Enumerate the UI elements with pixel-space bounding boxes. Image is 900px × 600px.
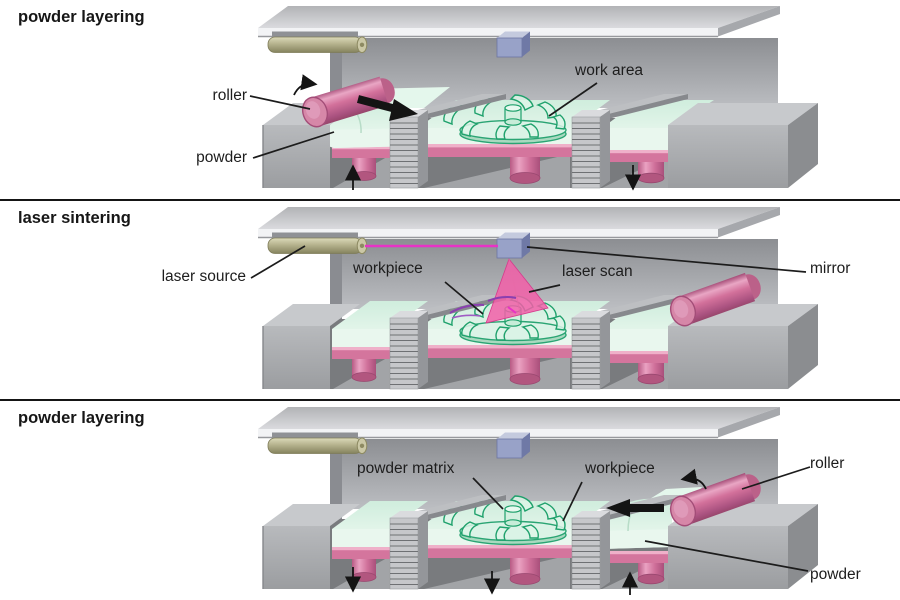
label-work-area: work area bbox=[575, 62, 644, 79]
panel-powder-layering-1: powder layering roller powder work area bbox=[0, 0, 900, 200]
label-powder-matrix: powder matrix bbox=[357, 460, 455, 477]
roller-rotation-arrow bbox=[680, 468, 707, 490]
sintered-layer bbox=[449, 296, 517, 319]
leader-line-work-area bbox=[548, 82, 598, 117]
panel-title: laser sintering bbox=[18, 209, 131, 227]
panel-divider-2 bbox=[0, 399, 900, 402]
roller-rotation-arrow bbox=[293, 74, 318, 96]
leader-line-powder bbox=[252, 131, 335, 159]
roller bbox=[669, 272, 761, 327]
machine-diagram-1 bbox=[249, 5, 819, 191]
panel-powder-layering-2: powder layering powder matrix workpiece … bbox=[0, 401, 900, 600]
roller bbox=[301, 76, 395, 128]
label-roller: roller bbox=[212, 87, 247, 104]
panel-title: powder layering bbox=[18, 409, 145, 427]
label-laser-scan: laser scan bbox=[562, 263, 633, 280]
label-workpiece: workpiece bbox=[353, 260, 423, 277]
panel-laser-sintering: laser sintering laser source workpiece l… bbox=[0, 201, 900, 401]
label-powder: powder bbox=[810, 566, 861, 583]
roller-direction-arrow bbox=[606, 499, 664, 517]
leader-line-laser-scan bbox=[528, 284, 561, 293]
machine-diagram-3 bbox=[257, 406, 819, 595]
machine-diagram-2 bbox=[250, 206, 819, 390]
label-workpiece: workpiece bbox=[585, 460, 655, 477]
label-roller: roller bbox=[810, 455, 845, 472]
label-laser-source: laser source bbox=[161, 268, 246, 285]
label-powder: powder bbox=[196, 149, 247, 166]
panel-title: powder layering bbox=[18, 8, 145, 26]
roller-direction-arrow bbox=[356, 95, 418, 121]
leader-line-workpiece bbox=[562, 481, 583, 522]
leader-line-roller bbox=[249, 95, 311, 110]
leader-line-powder-matrix bbox=[472, 477, 504, 510]
leader-line-powder bbox=[644, 540, 809, 572]
label-mirror: mirror bbox=[810, 260, 851, 277]
leader-line-mirror bbox=[526, 246, 807, 273]
leader-line-roller bbox=[741, 466, 811, 490]
laser-scan-triangle bbox=[485, 258, 549, 324]
leader-line-laser-source bbox=[250, 245, 306, 279]
leader-line-workpiece bbox=[444, 281, 484, 315]
panel-divider-1 bbox=[0, 199, 900, 202]
